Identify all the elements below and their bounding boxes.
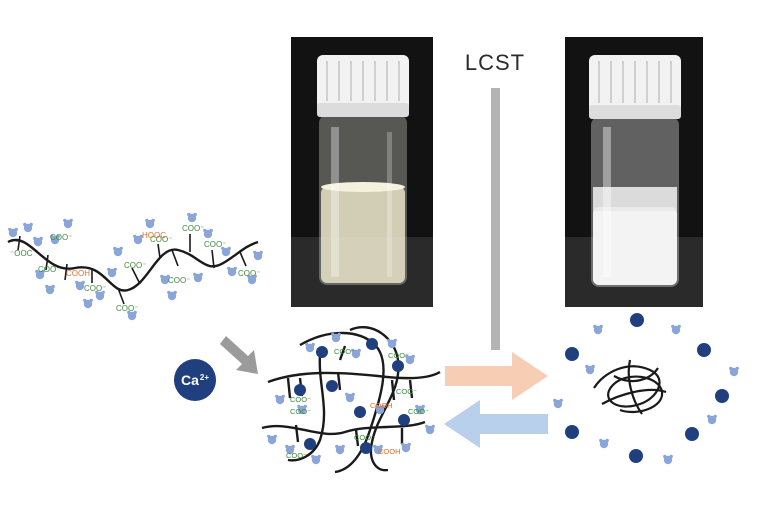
carboxylate-label: COO⁻ <box>204 240 226 249</box>
network-acid-labels: COOH COOH <box>370 401 401 456</box>
carboxylate-label: COO⁻ <box>290 407 311 416</box>
released-water-molecules <box>553 324 739 465</box>
ca-addition-arrow <box>220 336 258 374</box>
collapsed-globule <box>593 359 667 415</box>
carboxylate-label: ⁻OOC <box>10 249 33 258</box>
carboxylate-label: COO⁻ <box>84 284 106 293</box>
carboxylate-label: COO⁻ <box>116 304 138 313</box>
carboxylic-acid-label: COOH <box>370 401 393 410</box>
carboxylic-acid-label: HOOC <box>142 231 166 240</box>
vial-photo-clear <box>291 37 433 307</box>
cooling-arrow <box>444 400 548 448</box>
heating-arrow <box>445 352 548 400</box>
carboxylate-label: COO⁻ <box>38 265 60 274</box>
linear-chain-carboxylate-labels: ⁻OOC COO⁻ COO⁻ COO⁻ COO⁻ COO⁻ COO⁻ COO⁻ … <box>10 224 260 313</box>
network-calcium-ions <box>294 338 410 454</box>
carboxylate-label: COO⁻ <box>150 235 172 244</box>
carboxylate-label: COO⁻ <box>238 269 260 278</box>
network-carboxylate-labels: COO⁻ COO⁻ COO⁻ COO⁻ COO⁻ COO⁻ COO⁻ COO⁻ <box>286 347 429 460</box>
carboxylate-label: COO⁻ <box>354 433 375 442</box>
lcst-label: LCST <box>464 50 526 75</box>
calcium-charge: 2+ <box>199 372 210 382</box>
carboxylic-acid-label: COOH <box>378 447 401 456</box>
linear-polymer-chain <box>7 212 263 321</box>
carboxylate-label: COO⁻ <box>182 224 204 233</box>
carboxylate-label: COO⁻ <box>124 261 146 270</box>
released-calcium-ions <box>565 313 729 463</box>
carboxylate-label: COO⁻ <box>286 451 307 460</box>
carboxylate-label: COO⁻ <box>408 407 429 416</box>
turbid-vial-illustration <box>565 37 703 307</box>
carboxylate-label: COO⁻ <box>290 395 311 404</box>
carboxylate-label: COO⁻ <box>168 276 190 285</box>
carboxylate-label: COO⁻ <box>50 233 72 242</box>
clear-vial-illustration <box>291 37 433 307</box>
carboxylate-label: COO⁻ <box>396 387 417 396</box>
carboxylate-label: COO⁻ <box>334 347 355 356</box>
linear-chain-acid-labels: COOH HOOC <box>66 231 166 278</box>
calcium-symbol: Ca <box>180 372 199 388</box>
lcst-divider-bar <box>491 88 500 350</box>
carboxylic-acid-label: COOH <box>66 269 90 278</box>
carboxylate-label: COO⁻ <box>388 351 409 360</box>
vial-photo-turbid <box>565 37 703 307</box>
